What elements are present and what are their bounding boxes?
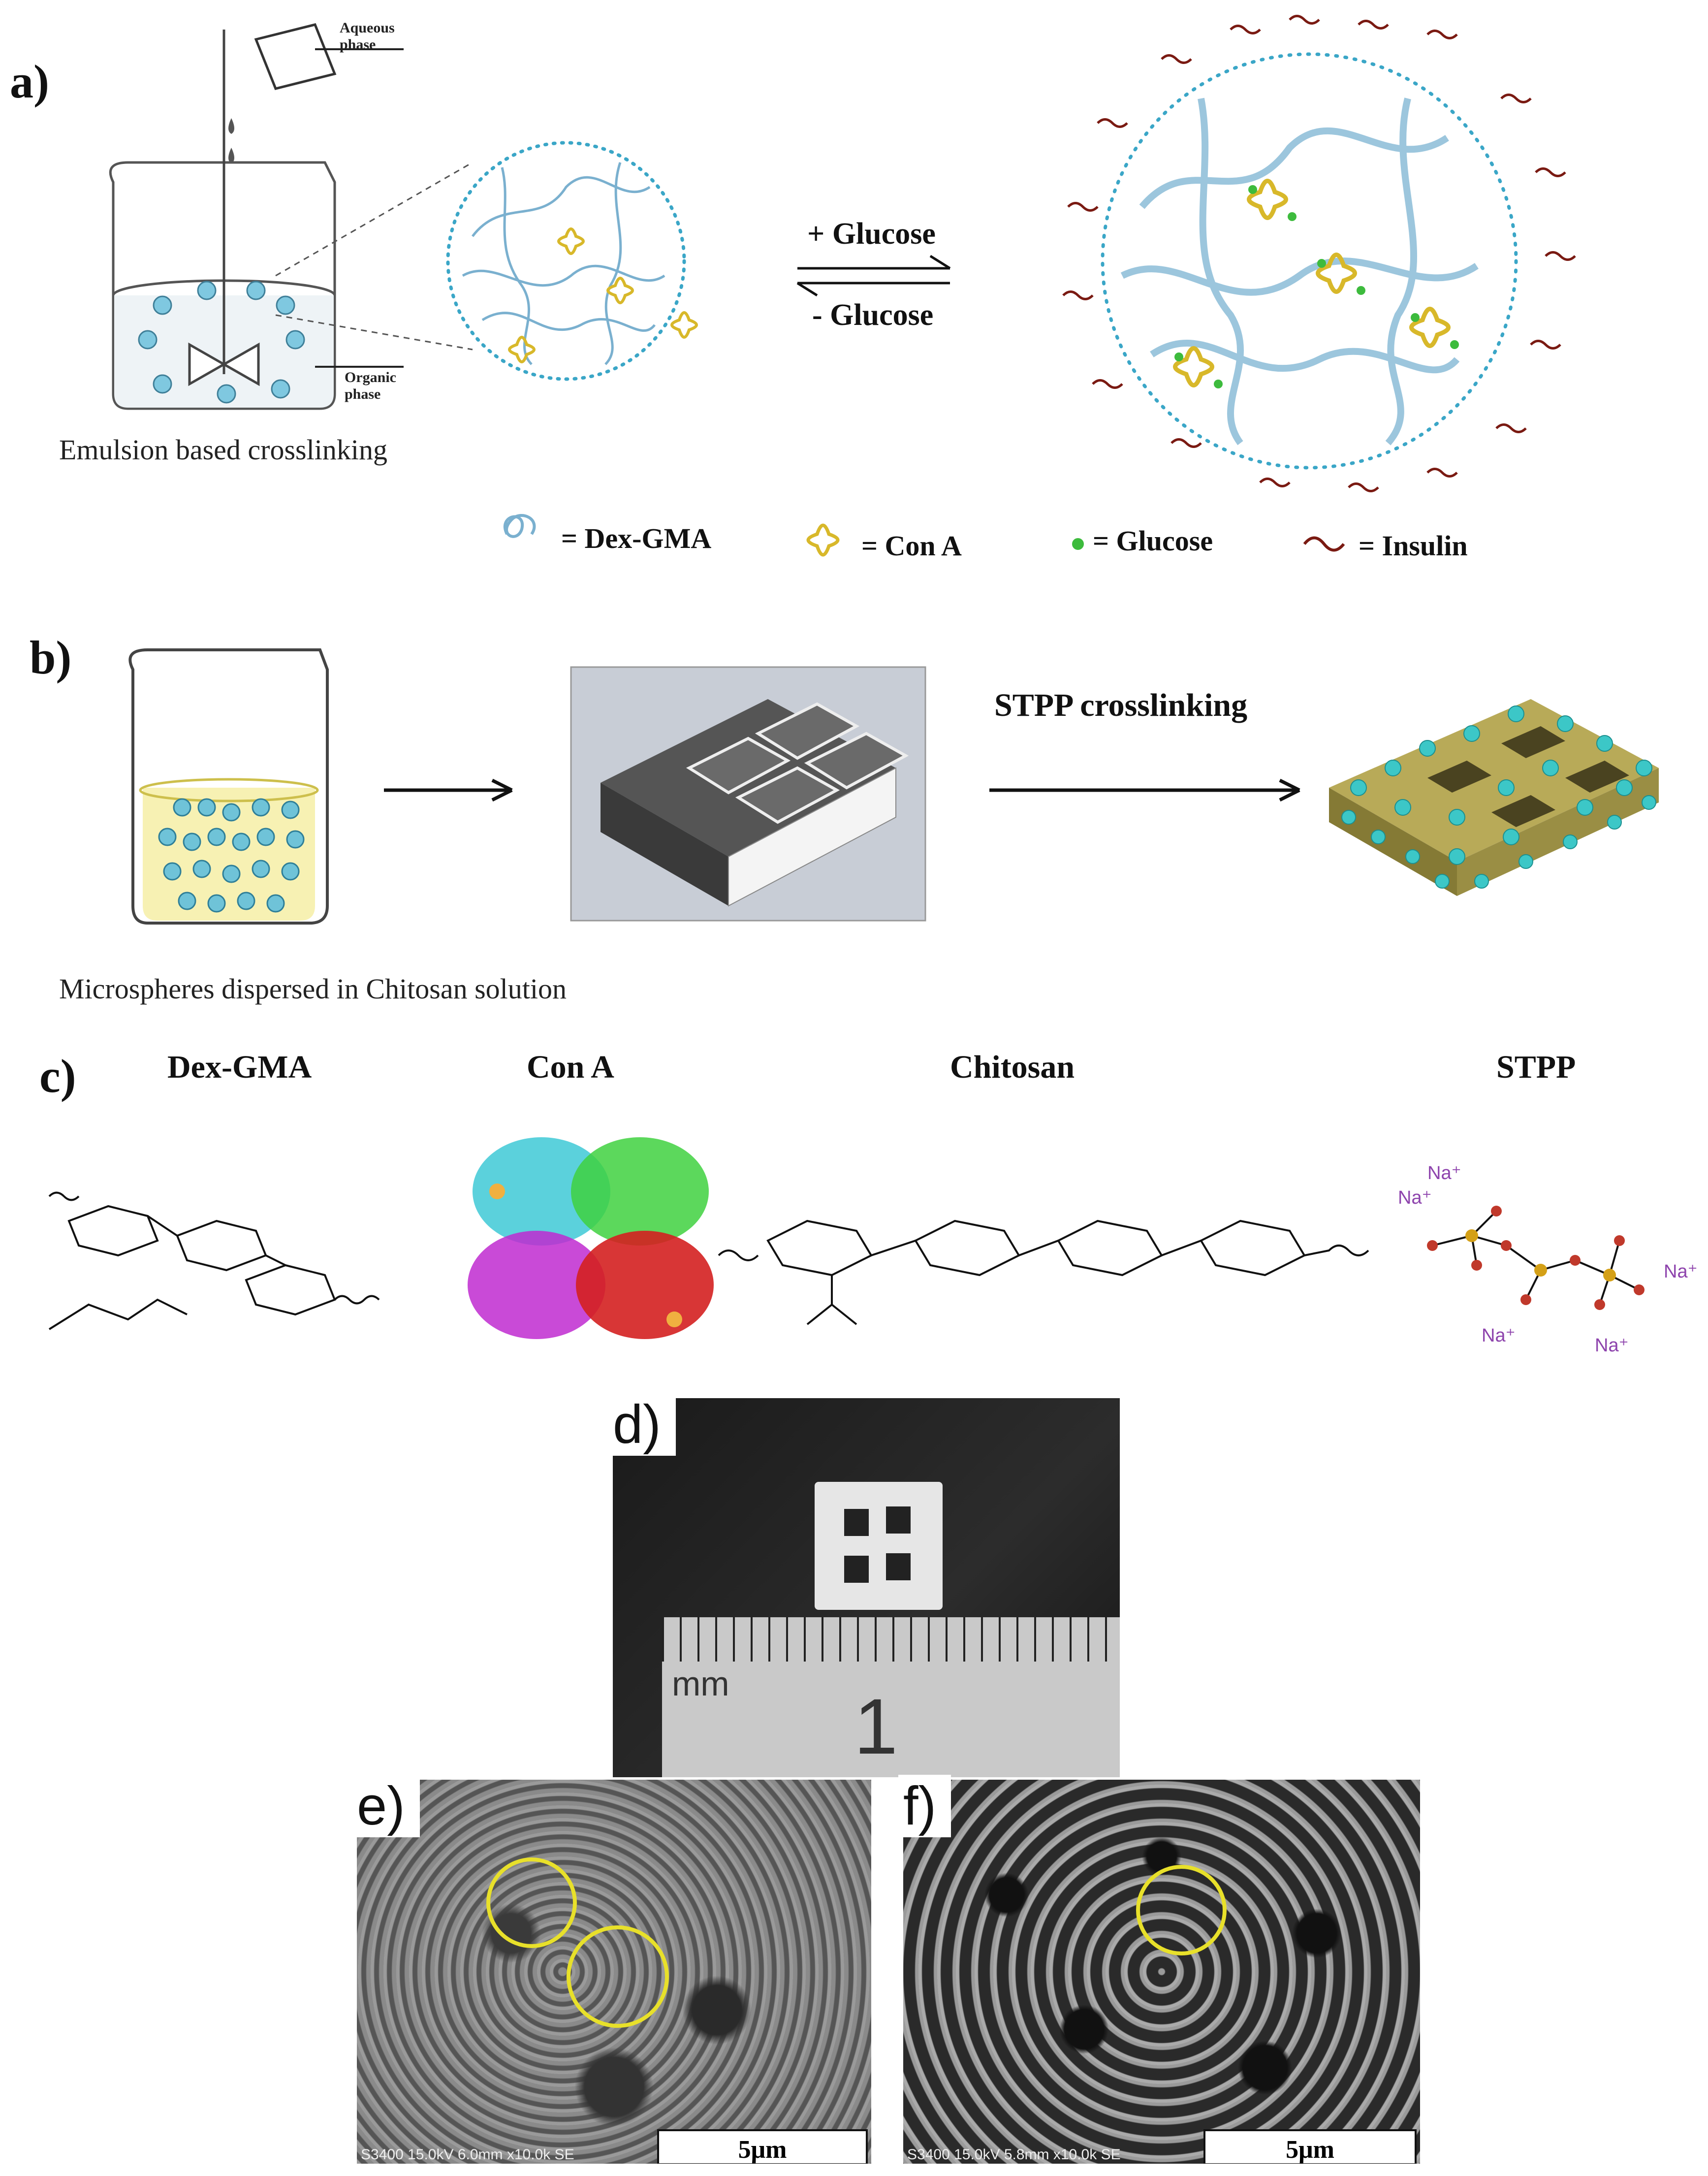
aqueous-phase-label: Aqueous phase bbox=[340, 20, 395, 53]
minus-glucose-label: - Glucose bbox=[812, 298, 934, 332]
panel-b-graphic bbox=[128, 648, 1659, 925]
panel-d-photo: mm 1 bbox=[613, 1398, 1120, 1777]
panel-c-label: c) bbox=[39, 1050, 76, 1102]
panel-e-sem: 5μm S3400 15.0kV 6.0mm x10.0k SE bbox=[357, 1780, 871, 2164]
panel-b-label: b) bbox=[30, 631, 72, 684]
na-label-2: Na⁺ bbox=[1398, 1187, 1432, 1208]
beaker-b-microspheres bbox=[158, 798, 305, 913]
panel-f-sem: 5μm S3400 15.0kV 5.8mm x10.0k SE bbox=[903, 1780, 1420, 2164]
stpp-title: STPP bbox=[1496, 1049, 1576, 1085]
panel-d-label: d) bbox=[608, 1393, 676, 1456]
panel-a-label: a) bbox=[10, 55, 49, 108]
scaffold-microspheres bbox=[1341, 705, 1656, 889]
legend-insulin: = Insulin bbox=[1359, 530, 1468, 562]
legend-glucose: = Glucose bbox=[1093, 525, 1213, 557]
na-label-1: Na⁺ bbox=[1427, 1163, 1461, 1184]
na-label-5: Na⁺ bbox=[1595, 1335, 1629, 1356]
legend-cona: = Con A bbox=[861, 530, 962, 562]
beaker-a-droplets bbox=[138, 281, 305, 404]
stpp-crosslinking-label: STPP crosslinking bbox=[994, 687, 1248, 723]
panel-e-label: e) bbox=[352, 1775, 420, 1837]
cona-title: Con A bbox=[527, 1049, 614, 1085]
dexgma-title: Dex-GMA bbox=[167, 1049, 312, 1085]
plus-glucose-label: + Glucose bbox=[807, 217, 936, 251]
panel-e-scale: 5μm bbox=[657, 2129, 868, 2164]
na-label-4: Na⁺ bbox=[1482, 1325, 1516, 1346]
panel-f-meta: S3400 15.0kV 5.8mm x10.0k SE bbox=[907, 2146, 1121, 2163]
panel-c-graphic bbox=[48, 1137, 1645, 1339]
organic-phase-label: Organic phase bbox=[345, 369, 396, 402]
ruler-number: 1 bbox=[854, 1682, 898, 1770]
cona-protein bbox=[468, 1137, 714, 1339]
ruler: mm 1 bbox=[662, 1617, 1120, 1777]
chitosan-title: Chitosan bbox=[950, 1049, 1075, 1085]
panel-e-meta: S3400 15.0kV 6.0mm x10.0k SE bbox=[361, 2146, 574, 2163]
na-label-3: Na⁺ bbox=[1664, 1261, 1698, 1282]
ruler-unit: mm bbox=[672, 1664, 729, 1703]
panel-f-scale: 5μm bbox=[1203, 2129, 1417, 2164]
legend-dexgma: = Dex-GMA bbox=[561, 522, 712, 554]
panel-a-graphic bbox=[109, 15, 1576, 557]
panel-a-caption: Emulsion based crosslinking bbox=[59, 434, 387, 466]
panel-f-label: f) bbox=[898, 1775, 951, 1837]
panel-b-caption: Microspheres dispersed in Chitosan solut… bbox=[59, 973, 567, 1005]
scaffold-photo bbox=[815, 1482, 943, 1610]
